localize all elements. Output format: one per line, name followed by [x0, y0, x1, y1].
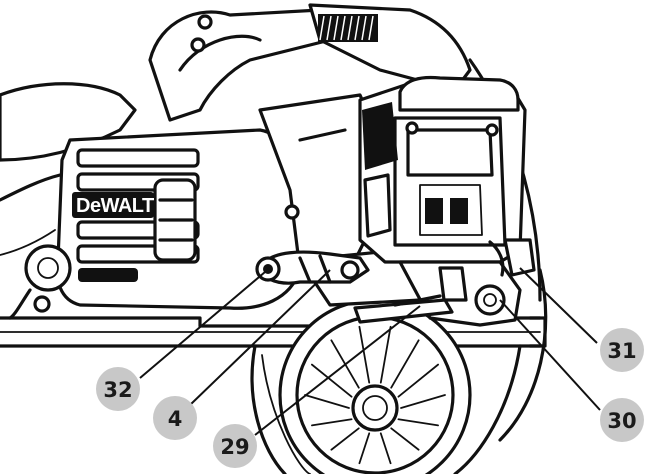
grip-rib — [319, 15, 325, 41]
hub-spoke — [390, 427, 420, 451]
grip-rib — [368, 15, 374, 41]
depth-lever — [255, 250, 370, 285]
callout-29: 29 — [213, 424, 257, 468]
logo-text: DeWALT — [76, 195, 154, 217]
callouts: 31 30 32 4 29 — [96, 328, 644, 468]
hub-spoke — [358, 432, 371, 465]
battery-pack — [358, 75, 527, 264]
hub-spoke — [397, 418, 439, 427]
lower-guard-lever — [353, 294, 454, 324]
leader-32 — [139, 271, 266, 379]
hub-spoke — [330, 427, 360, 451]
handle-grip-ribs — [319, 15, 374, 41]
hub-spoke — [311, 363, 353, 398]
top-handle — [148, 3, 472, 122]
hub-spoke — [358, 325, 371, 384]
svg-text:4: 4 — [168, 407, 183, 431]
grip-rib — [361, 15, 367, 41]
blade-hub — [278, 298, 472, 474]
front-pivot — [8, 244, 72, 320]
svg-text:32: 32 — [103, 378, 132, 402]
callout-31: 31 — [600, 328, 644, 372]
leader-30 — [499, 299, 601, 411]
svg-text:31: 31 — [607, 339, 636, 363]
motor-housing — [55, 128, 302, 310]
callout-32: 32 — [96, 367, 140, 411]
hub-spoke — [390, 339, 420, 389]
hub-spoke — [304, 394, 350, 409]
leader-lines — [139, 267, 601, 436]
hub-spoke — [379, 432, 392, 465]
hub-spoke — [397, 363, 439, 398]
shoe-screw — [33, 295, 51, 313]
svg-text:30: 30 — [607, 409, 636, 433]
hub-spokes — [304, 325, 446, 465]
hub-spoke — [400, 394, 446, 409]
leader-4 — [189, 269, 331, 406]
leader-29 — [254, 305, 421, 436]
svg-text:29: 29 — [220, 435, 249, 459]
dewalt-logo: DeWALT — [72, 192, 155, 218]
grip-rib — [333, 15, 339, 41]
hub-spoke — [379, 325, 392, 384]
grip-rib — [354, 15, 360, 41]
grip-rib — [326, 15, 332, 41]
leader-31 — [519, 267, 598, 344]
callout-4: 4 — [153, 396, 197, 440]
rear-handle — [0, 82, 137, 256]
hub-spoke — [311, 418, 353, 427]
callout-30: 30 — [600, 398, 644, 442]
grip-rib — [347, 15, 353, 41]
grip-rib — [340, 15, 346, 41]
